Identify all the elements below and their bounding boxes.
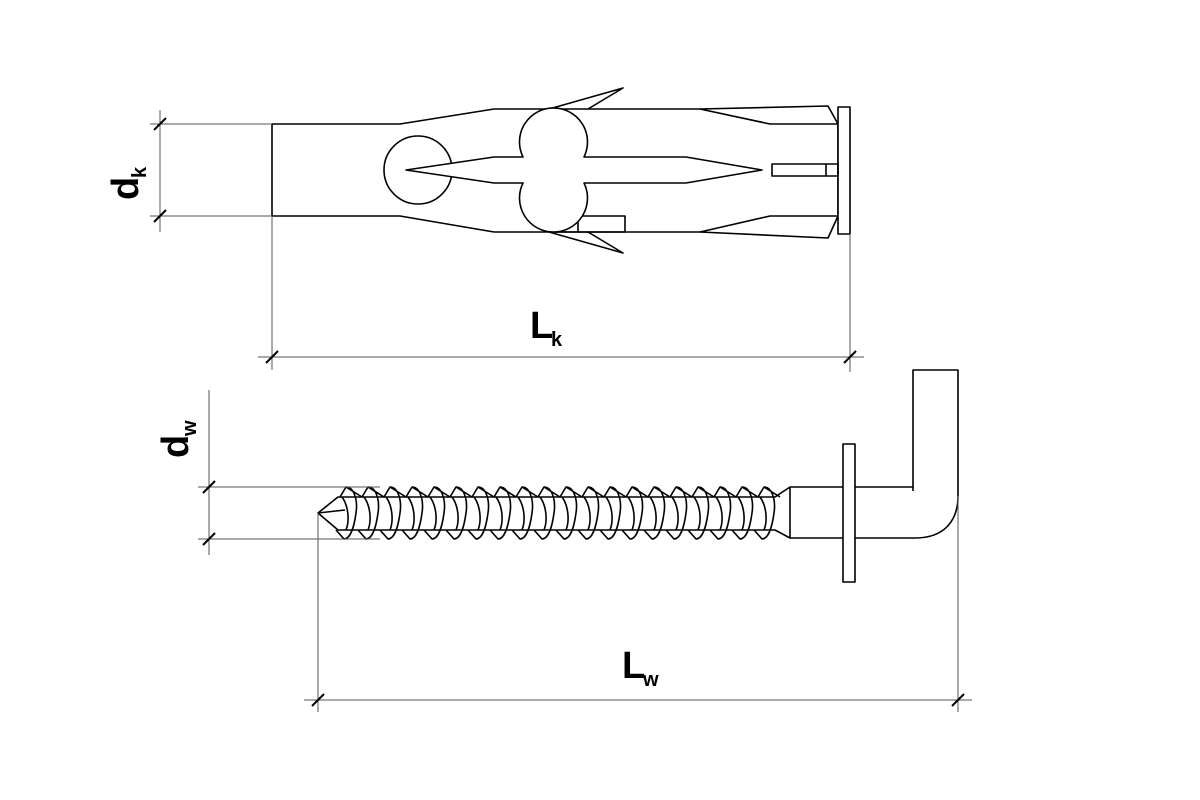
thread-inner-line xyxy=(451,496,459,531)
screw-core xyxy=(317,369,959,539)
thread-inner-line xyxy=(693,496,701,531)
dw-label-main: d xyxy=(155,435,197,458)
thread-inner-line xyxy=(715,496,723,531)
dimension-dk xyxy=(150,110,272,232)
thread-inner-line xyxy=(495,496,503,531)
plug-upper-taper xyxy=(699,108,838,125)
plug-keyhole-slot xyxy=(405,107,763,233)
thread-inner-line xyxy=(671,496,679,531)
thread-inner-line xyxy=(737,496,745,531)
thread-turn xyxy=(335,486,363,540)
thread-turn xyxy=(511,486,539,540)
lw-label-main: L xyxy=(622,645,645,687)
thread-inner-line xyxy=(539,496,547,531)
thread-turn xyxy=(555,486,583,540)
thread-turn xyxy=(687,486,715,540)
dw-label: d w xyxy=(155,420,201,458)
lk-label-sub: k xyxy=(551,329,563,351)
thread-turn xyxy=(731,486,759,540)
thread-inner-line xyxy=(759,496,767,531)
thread-turn xyxy=(621,486,649,540)
screw-tip xyxy=(317,509,346,514)
thread-turn xyxy=(643,486,671,540)
thread-inner-line xyxy=(583,496,591,531)
dw-label-sub: w xyxy=(179,420,201,437)
thread-turn xyxy=(423,486,451,540)
thread-inner-line xyxy=(517,496,525,531)
dimension-dw xyxy=(198,390,380,555)
dk-label-main: d xyxy=(105,177,147,200)
thread-turn xyxy=(357,486,385,540)
thread-turn xyxy=(709,486,737,540)
dimension-lw xyxy=(304,496,972,712)
thread-turn xyxy=(489,486,517,540)
thread-turn xyxy=(467,486,495,540)
lk-label-main: L xyxy=(530,305,553,347)
hook-screw xyxy=(317,369,959,583)
thread-inner-line xyxy=(429,496,437,531)
thread-inner-line xyxy=(407,496,415,531)
wall-plug xyxy=(271,87,851,254)
thread-turn xyxy=(599,486,627,540)
plug-collar xyxy=(837,106,851,235)
lw-label-sub: w xyxy=(642,669,659,691)
thread-turn xyxy=(577,486,605,540)
dk-label: d k xyxy=(105,166,151,200)
plug-lower-taper xyxy=(699,215,838,233)
thread-inner-line xyxy=(473,496,481,531)
screw-threads xyxy=(335,486,781,540)
screw-washer xyxy=(842,443,856,583)
thread-inner-line xyxy=(561,496,569,531)
thread-inner-line xyxy=(605,496,613,531)
thread-turn xyxy=(445,486,473,540)
thread-inner-line xyxy=(363,496,371,531)
thread-turn xyxy=(665,486,693,540)
thread-inner-line xyxy=(385,496,393,531)
thread-inner-line xyxy=(649,496,657,531)
thread-turn xyxy=(379,486,407,540)
thread-turn xyxy=(753,486,781,540)
dimension-lk xyxy=(258,216,864,372)
thread-turn xyxy=(533,486,561,540)
thread-turn xyxy=(401,486,429,540)
thread-inner-line xyxy=(341,496,349,531)
plug-lower-barb xyxy=(548,231,624,254)
plug-upper-barb xyxy=(548,87,624,110)
thread-inner-line xyxy=(627,496,635,531)
dk-label-sub: k xyxy=(129,166,151,178)
plug-slot xyxy=(771,163,839,177)
